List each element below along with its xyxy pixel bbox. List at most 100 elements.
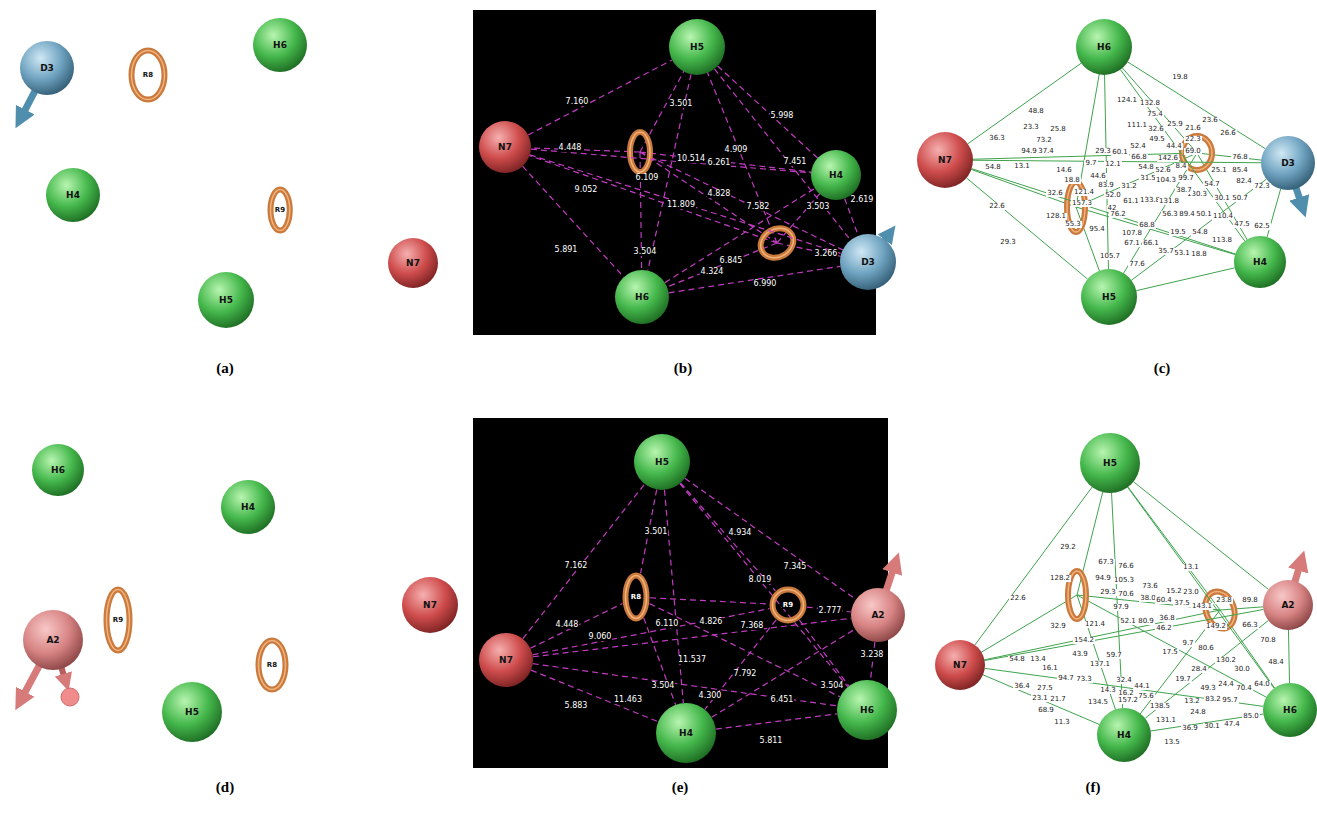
feature-label: N7 [938,156,952,165]
angle-value: 55.3 [1064,221,1082,228]
angle-value: 131.8 [1158,198,1180,205]
ring-label: R8 [142,72,154,79]
sphere-body [840,234,896,290]
distance-value: 7.345 [783,563,808,571]
distance-line [870,642,874,680]
feature-label: H6 [860,706,874,715]
distance-value: 3.238 [860,651,885,659]
angle-value: 83.9 [1097,182,1115,189]
feature-sphere: D3 [840,234,896,290]
feature-label: H6 [635,293,649,302]
angle-value: 44.4 [1165,143,1183,150]
sphere-body [23,610,83,670]
angle-value: 32.6 [1147,126,1165,133]
angle-value: 21.7 [1049,696,1067,703]
ring-outline [132,51,165,100]
angle-value: 52.4 [1129,143,1147,150]
sphere-body [479,121,531,173]
angle-value: 94.9 [1020,148,1038,155]
distance-value: 2.619 [850,196,875,204]
distance-value: 8.019 [748,576,773,584]
angle-value: 154.2 [1073,637,1095,644]
angle-value: 13.4 [1029,656,1047,663]
angle-value: 25.9 [1166,121,1184,128]
angle-line [1288,630,1289,683]
feature-label: H5 [185,708,199,717]
angle-line [985,668,1263,706]
angle-value: 70.8 [1259,637,1277,644]
distance-line [681,483,776,591]
feature-label: H4 [1253,258,1267,267]
feature-label: H6 [51,466,65,475]
feature-sphere: H6 [837,680,897,740]
angle-value: 66.1 [1142,240,1160,247]
angle-value: 59.7 [1105,652,1123,659]
distance-value: 4.934 [728,529,753,537]
sphere-body [837,680,897,740]
angle-value: 32.4 [1115,677,1133,684]
feature-label: H4 [679,729,693,738]
angle-value: 29.3 [1094,148,1112,155]
feature-sphere: N7 [388,238,438,288]
distance-value: 7.792 [733,670,758,678]
feature-label: D3 [861,258,875,267]
angle-value: 23.6 [1201,117,1219,124]
ring-outline [107,590,130,651]
distance-value: 3.504 [633,248,658,256]
angle-value: 52.1 [1119,618,1137,625]
ring-outline [773,590,804,621]
distance-value: 3.504 [651,682,676,690]
distance-value: 10.514 [676,155,706,163]
angle-value: 124.1 [1116,97,1138,104]
angle-value: 157.2 [1117,697,1139,704]
feature-label: A2 [46,636,59,645]
angle-value: 18.8 [1063,177,1081,184]
distance-value: 4.448 [555,621,580,629]
angle-value: 67.1 [1123,240,1141,247]
feature-sphere: H4 [46,168,100,222]
angle-value: 25.8 [1049,126,1067,133]
angle-value: 73.6 [1141,583,1159,590]
sphere-body [479,633,533,687]
distance-value: 3.501 [644,528,669,536]
angle-value: 52.0 [1104,192,1122,199]
angle-value: 70.4 [1235,685,1253,692]
angle-value: 16.2 [1117,690,1135,697]
distance-value: 11.809 [666,201,696,209]
feature-label: N7 [406,259,420,268]
angle-value: 85.0 [1242,713,1260,720]
distance-value: 11.463 [613,696,643,704]
angle-value: 97.9 [1112,604,1130,611]
distance-value: 5.811 [759,737,784,745]
angle-value: 36.8 [1158,615,1176,622]
aromatic-ring: R9 [267,186,293,234]
angle-line [1133,482,1268,590]
angle-value: 38.0 [1139,595,1157,602]
angle-line [983,675,1099,725]
angle-value: 56.3 [1161,211,1179,218]
sphere-body [253,18,307,72]
feature-sphere: H4 [221,480,275,534]
angle-value: 29.3 [999,239,1017,246]
angle-value: 66.8 [1130,154,1148,161]
ring-angle-line [960,463,1290,735]
angle-value: 53.1 [1173,250,1191,257]
ring-highlight [270,190,289,231]
distance-value: 4.828 [707,190,732,198]
sphere-body [162,682,222,742]
feature-label: N7 [499,656,513,665]
distance-line [644,618,676,705]
angle-value: 80.6 [1197,645,1215,652]
feature-sphere: N7 [935,640,985,690]
angle-value: 16.1 [1041,665,1059,672]
angle-value: 89.4 [1178,211,1196,218]
angle-value: 137.1 [1089,661,1111,668]
ring-angle-line [945,47,1288,297]
acceptor-disk [61,688,79,706]
distance-value: 7.368 [740,622,765,630]
angle-value: 48.8 [1027,108,1045,115]
distance-value: 4.324 [700,268,725,276]
distance-value: 6.261 [707,159,732,167]
angle-value: 142.6 [1157,155,1179,162]
angle-value: 15.2 [1165,588,1183,595]
